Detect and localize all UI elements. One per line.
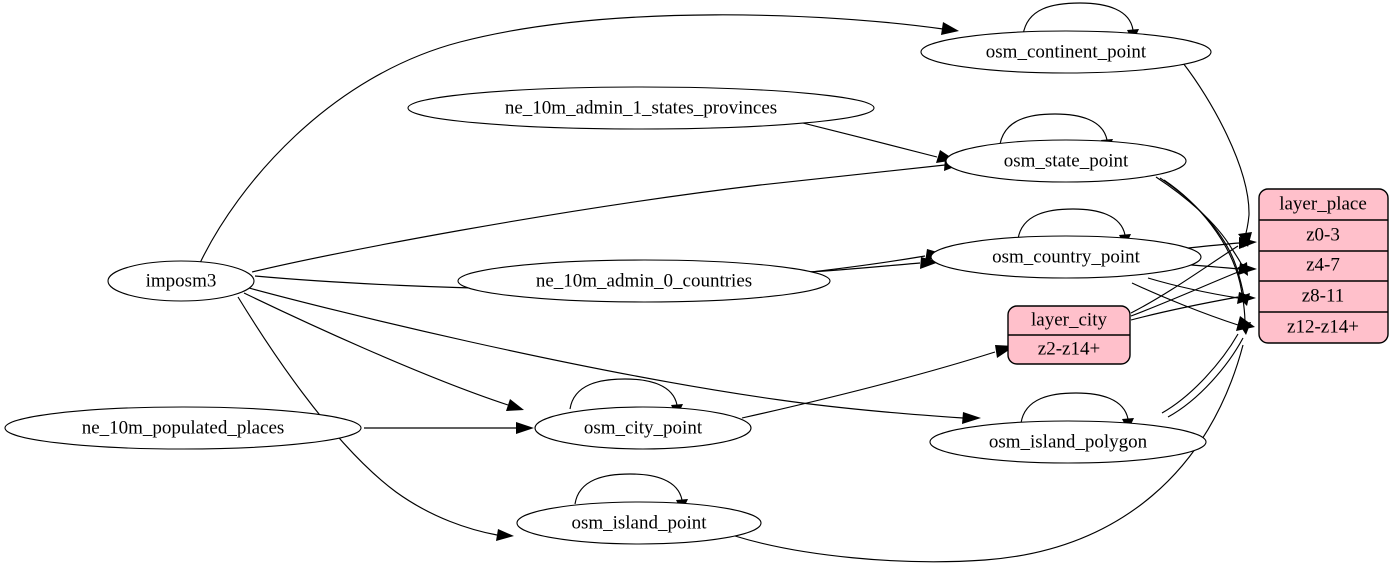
edge-ne-countries-to-osm-country-point [807,262,921,273]
arrowhead-icon [1239,237,1257,249]
node-ellipse[interactable] [920,30,1212,74]
node-label: osm_continent_point [986,41,1147,62]
arrowhead-icon [1236,316,1255,331]
node-osm-city-point[interactable]: osm_city_point [534,406,752,450]
edge-osm-island-polygon-to-layer-place-z12-z14-a [1161,333,1239,414]
edge-osm-continent-point-to-layer-place-z0-3 [1182,62,1250,241]
node-osm-island-polygon[interactable]: osm_island_polygon [929,420,1207,464]
node-label: ne_10m_admin_0_countries [536,270,752,291]
record-title-layer-place: layer_place [1279,193,1367,214]
node-ellipse[interactable] [107,260,255,302]
edge-layer-city-to-layer-place-z4-7 [1130,271,1239,317]
node-label: osm_city_point [584,417,703,438]
edge-layer-city-to-layer-place-z0-3 [1130,245,1239,314]
node-ne-10m-populated-places[interactable]: ne_10m_populated_places [4,406,362,450]
edge-self-loop-osm-state-point [999,113,1108,145]
edge-layer-city-to-layer-place-z8-11 [1130,296,1239,321]
arrowhead-icon [496,529,514,541]
node-label: osm_island_point [571,512,707,533]
edge-self-loop-osm-continent-point [1022,2,1134,36]
edge-imposm3-to-osm-city-point [243,292,509,406]
edge-osm-country-point-to-layer-place-z12-z14 [1131,282,1239,326]
node-osm-country-point[interactable]: osm_country_point [930,235,1202,279]
node-ne-10m-admin-0-countries[interactable]: ne_10m_admin_0_countries [457,259,831,303]
edge-osm-country-point-to-layer-place-z8-11 [1147,277,1239,299]
record-row-layer-place-z0-3[interactable]: z0-3 [1306,224,1340,245]
node-label: ne_10m_admin_1_states_provinces [505,97,777,118]
node-imposm3[interactable]: imposm3 [107,260,255,302]
node-osm-continent-point[interactable]: osm_continent_point [920,30,1212,74]
node-ellipse[interactable] [945,139,1187,183]
node-ellipse[interactable] [457,259,831,303]
edge-self-loop-osm-island-point [574,473,683,505]
node-label: imposm3 [146,270,217,291]
edge-imposm3-to-osm-state-point [251,164,946,273]
record-row-layer-place-z4-7[interactable]: z4-7 [1306,254,1340,275]
arrowhead-icon [920,257,939,269]
edge-imposm3-to-osm-island-point [237,296,498,536]
node-label: osm_state_point [1004,150,1129,171]
arrowhead-icon [506,399,524,411]
record-background[interactable] [1258,188,1389,344]
node-ellipse[interactable] [407,86,875,130]
node-osm-island-point[interactable]: osm_island_point [516,501,762,545]
node-ne-10m-admin-1-states-provinces[interactable]: ne_10m_admin_1_states_provinces [407,86,875,130]
record-row-layer-place-z8-11[interactable]: z8-11 [1302,285,1345,306]
arrowhead-icon [962,412,981,424]
edge-osm-state-point-to-layer-place-z4-7 [1155,176,1244,268]
edge-osm-city-point-to-layer-city-z2-z14 [741,351,996,419]
record-layer-place[interactable]: layer_place z0-3 z4-7 z8-11 z12-z14+ [1258,188,1389,344]
node-label: osm_country_point [992,246,1140,267]
edge-imposm3-to-osm-island-polygon [248,287,964,419]
edge-self-loop-osm-country-point [1017,208,1126,240]
arrowhead-icon [516,422,534,434]
record-nodes-layer: layer_city z2-z14+ layer_place z0-3 z4-7… [1007,188,1389,365]
node-ellipse[interactable] [534,406,752,450]
node-ellipse[interactable] [929,420,1207,464]
edge-osm-state-point-to-layer-place-z8-11 [1159,177,1245,298]
node-osm-state-point[interactable]: osm_state_point [945,139,1187,183]
record-title-layer-city: layer_city [1031,309,1107,330]
record-row-layer-city-z2-z14[interactable]: z2-z14+ [1038,338,1100,359]
record-row-layer-place-z12-z14[interactable]: z12-z14+ [1287,316,1359,337]
edge-self-loop-osm-city-point [569,378,678,410]
arrowhead-icon [1238,263,1257,275]
edge-imposm3-to-osm-continent-point [199,14,944,264]
edge-osm-island-polygon-to-layer-place-z12-z14-b [1167,337,1244,418]
node-ellipse[interactable] [4,406,362,450]
node-ellipse[interactable] [930,235,1202,279]
nodes-layer: imposm3 ne_10m_admin_1_states_provinces … [4,30,1212,545]
record-layer-city[interactable]: layer_city z2-z14+ [1007,305,1131,365]
arrowhead-icon [941,22,959,35]
node-label: osm_island_polygon [989,431,1148,452]
node-ellipse[interactable] [516,501,762,545]
edge-ne-states-to-osm-state-point [794,120,938,158]
node-label: ne_10m_populated_places [82,417,285,438]
edge-self-loop-osm-island-polygon [1020,392,1129,424]
arrowhead-icon [1237,292,1256,304]
